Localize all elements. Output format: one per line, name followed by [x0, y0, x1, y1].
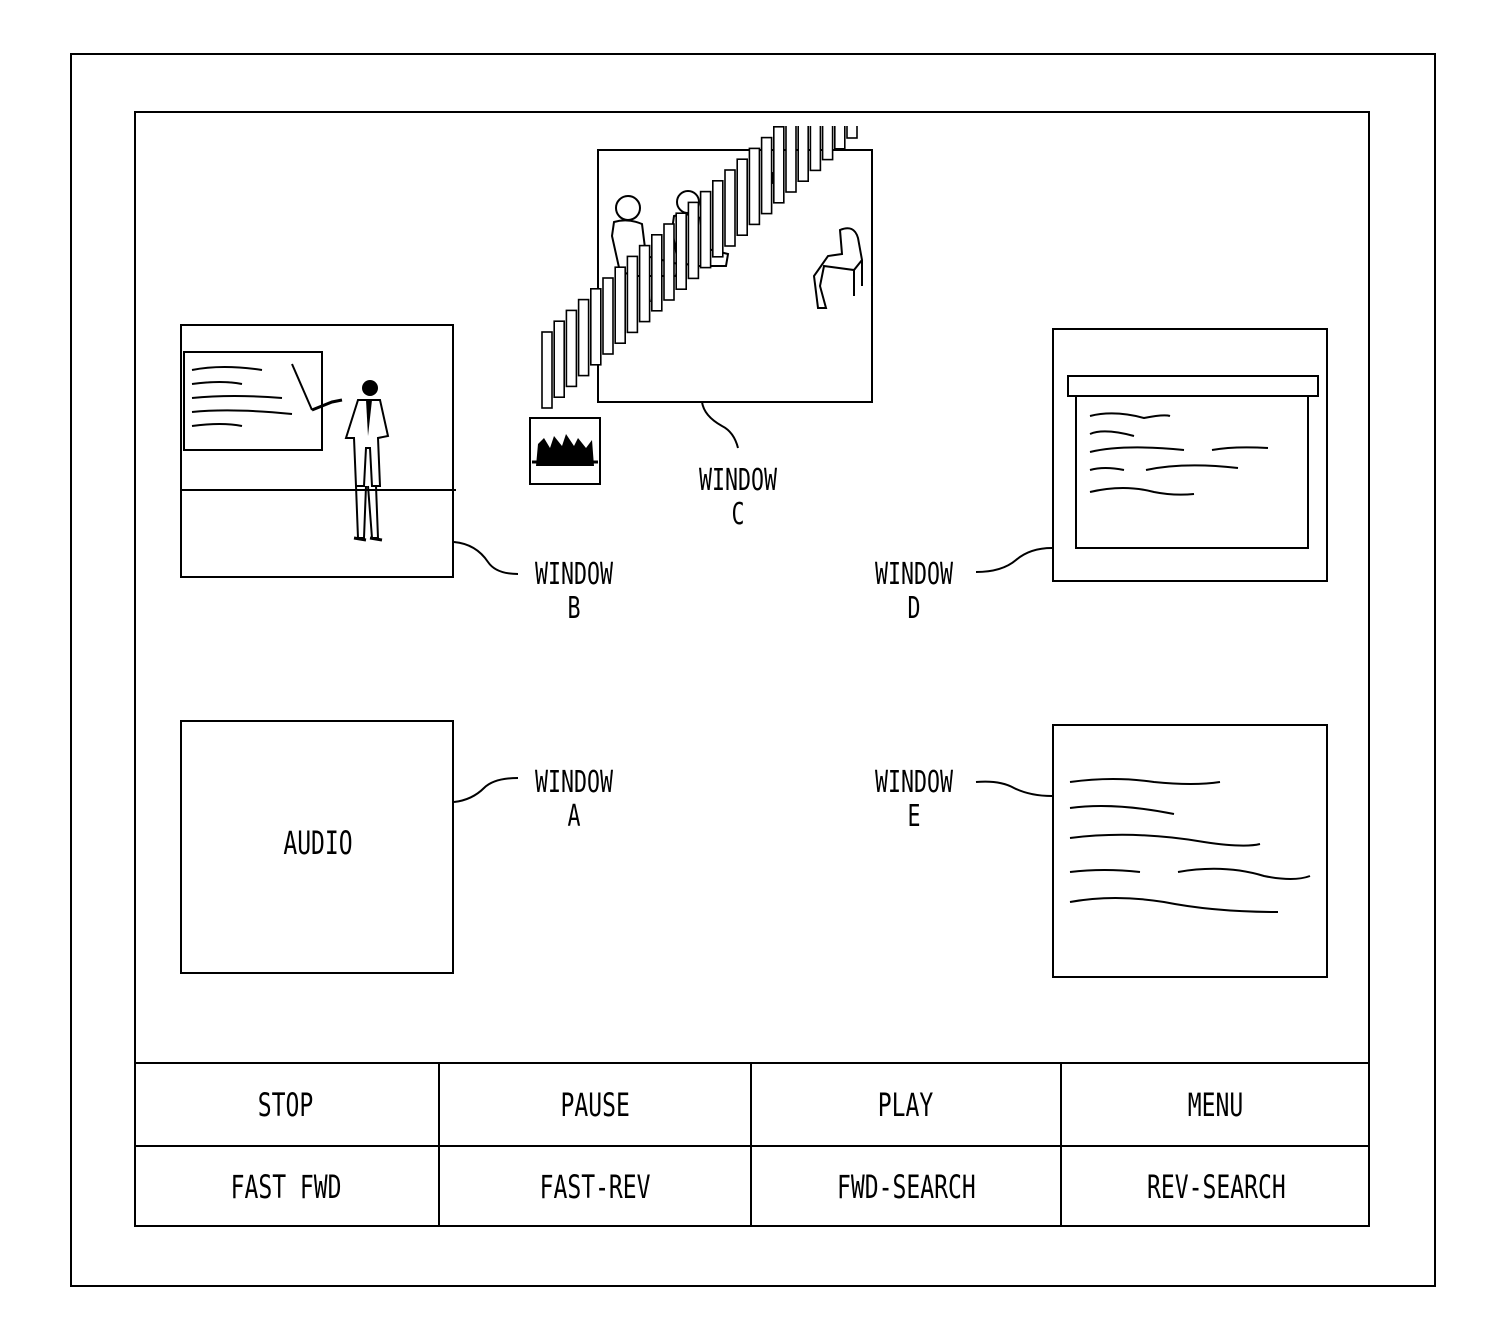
window-e-label: WINDOW E	[864, 766, 965, 834]
play-label: PLAY	[878, 1085, 934, 1124]
display-screen	[134, 111, 1370, 1227]
outer-frame	[70, 53, 1436, 1287]
stacked-frame	[663, 223, 675, 301]
window-e-letter: E	[907, 799, 921, 834]
stacked-frame	[748, 147, 761, 226]
window-c-letter: C	[731, 497, 745, 532]
menu-label: MENU	[1188, 1085, 1244, 1124]
stacked-frame	[846, 126, 858, 139]
stacked-frame	[736, 158, 748, 237]
rev-search-button[interactable]: REV-SEARCH	[1062, 1145, 1370, 1227]
audio-label: AUDIO	[283, 824, 353, 862]
fast-rev-label: FAST-REV	[539, 1168, 651, 1206]
text-window-illustration	[1069, 778, 1311, 913]
window-b[interactable]	[180, 324, 456, 578]
stacked-frame	[773, 126, 785, 204]
pause-button[interactable]: PAUSE	[440, 1062, 752, 1145]
window-d-name: WINDOW	[874, 557, 954, 592]
stacked-frame	[614, 266, 626, 344]
play-button[interactable]: PLAY	[752, 1062, 1062, 1145]
document-window-illustration	[1067, 375, 1319, 549]
window-a-name: WINDOW	[534, 765, 614, 800]
stacked-frame	[626, 255, 639, 334]
window-a[interactable]: AUDIO	[180, 720, 454, 974]
menu-button[interactable]: MENU	[1062, 1062, 1370, 1145]
window-b-label: WINDOW B	[524, 558, 625, 626]
window-a-letter: A	[567, 799, 581, 834]
stacked-frame	[589, 288, 602, 366]
stacked-frame	[699, 190, 712, 269]
pause-label: PAUSE	[560, 1085, 630, 1124]
window-d[interactable]	[1052, 328, 1328, 582]
window-d-label: WINDOW D	[864, 558, 965, 626]
playback-controls: STOP PAUSE PLAY MENU FAST FWD FAST-REV F…	[134, 1062, 1370, 1227]
fast-fwd-button[interactable]: FAST FWD	[134, 1145, 440, 1227]
window-c-name: WINDOW	[698, 463, 778, 498]
stacked-frame	[638, 244, 651, 323]
fast-fwd-label: FAST FWD	[230, 1168, 342, 1206]
stacked-frame	[565, 309, 578, 388]
stacked-frame	[760, 136, 773, 215]
window-e-name: WINDOW	[874, 765, 954, 800]
stacked-frame	[833, 126, 846, 150]
fwd-search-label: FWD-SEARCH	[836, 1168, 976, 1206]
window-e[interactable]	[1052, 724, 1328, 978]
fwd-search-button[interactable]: FWD-SEARCH	[752, 1145, 1062, 1227]
window-b-name: WINDOW	[534, 557, 614, 592]
presenter-illustration	[182, 351, 456, 542]
rev-search-label: REV-SEARCH	[1146, 1168, 1286, 1206]
stacked-frame	[785, 126, 797, 193]
stacked-frame	[687, 201, 700, 280]
stacked-frame	[724, 169, 736, 247]
stacked-frame	[602, 277, 614, 355]
frame-stack-illustration	[529, 126, 873, 485]
stacked-frame	[553, 320, 566, 398]
stacked-frame	[712, 179, 724, 258]
window-a-label: WINDOW A	[524, 766, 625, 834]
stop-button[interactable]: STOP	[134, 1062, 440, 1145]
stop-label: STOP	[258, 1085, 314, 1124]
stacked-frame	[797, 126, 810, 183]
window-c[interactable]	[528, 126, 892, 488]
stacked-frame	[541, 331, 553, 409]
fast-rev-button[interactable]: FAST-REV	[440, 1145, 752, 1227]
window-b-letter: B	[567, 591, 581, 626]
stacked-frame	[577, 298, 590, 377]
window-c-label: WINDOW C	[688, 464, 789, 532]
stacked-frame	[675, 212, 687, 290]
stacked-frame	[821, 126, 834, 161]
stacked-frame	[809, 126, 822, 172]
window-d-letter: D	[907, 591, 921, 626]
stacked-frame	[651, 234, 663, 312]
